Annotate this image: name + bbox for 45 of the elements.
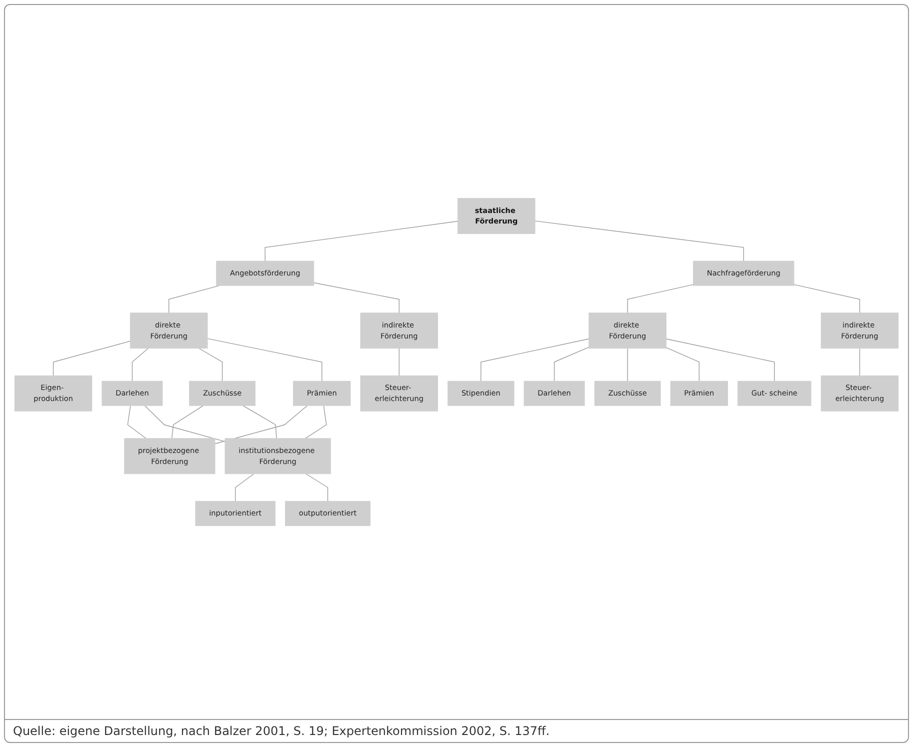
connector: [480, 338, 590, 382]
node-box: [224, 438, 331, 474]
node-box: [216, 260, 314, 286]
connector: [627, 284, 694, 314]
node-box: [14, 375, 92, 412]
connector: [207, 338, 322, 382]
connector: [144, 405, 226, 442]
connector: [52, 340, 131, 376]
node-box: [820, 312, 899, 349]
node-box: [285, 500, 370, 526]
node-box: [293, 380, 351, 406]
node-box: [189, 380, 256, 406]
connector: [314, 282, 400, 314]
node-box: [693, 260, 794, 286]
node-box: [360, 312, 438, 349]
node-box: [594, 380, 661, 406]
connector: [666, 338, 775, 382]
node-box: [588, 312, 666, 349]
connector: [242, 405, 277, 439]
connector: [794, 284, 860, 314]
source-caption: Quelle: eigene Darstellung, nach Balzer 2001, S. 19; Expertenkommission 2002, S. 137ff.: [5, 719, 908, 742]
node-box: [820, 375, 899, 412]
connector: [171, 405, 204, 439]
node-box: [524, 380, 585, 406]
connector: [554, 346, 590, 382]
node-box: [670, 380, 728, 406]
node-box: [360, 375, 438, 412]
connector: [214, 405, 308, 444]
connector: [859, 348, 860, 376]
node-box: [738, 380, 812, 406]
connector: [306, 474, 328, 502]
connector: [264, 220, 458, 262]
connector: [398, 348, 400, 376]
connector: [666, 347, 700, 382]
node-box: [448, 380, 514, 406]
node-box: [458, 198, 536, 234]
connector: [132, 348, 148, 382]
node-box: [130, 312, 208, 349]
node-box: [124, 438, 216, 474]
node-box: [195, 500, 276, 526]
connector: [534, 220, 744, 262]
connector: [627, 348, 628, 382]
connector: [235, 474, 254, 502]
node-box: [102, 380, 163, 406]
connector: [168, 285, 220, 314]
